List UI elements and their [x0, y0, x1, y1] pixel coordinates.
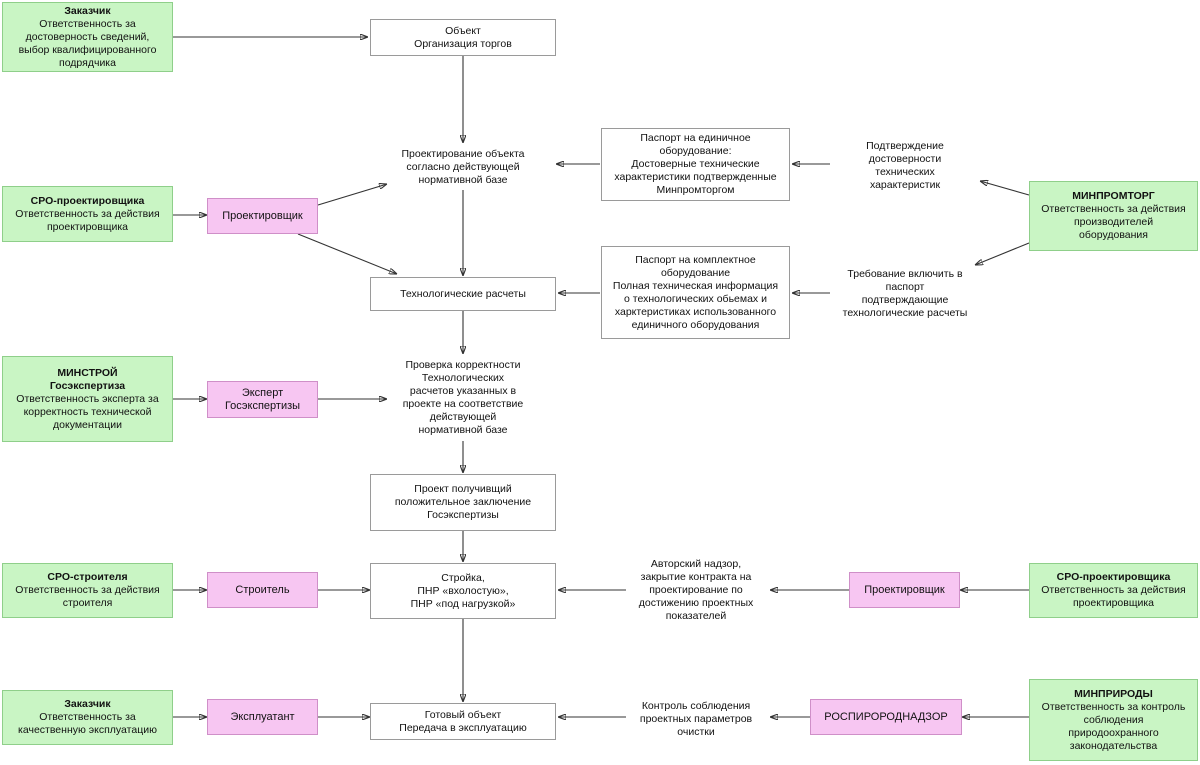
approved-box: Проект получивщий положительное заключен… [370, 474, 556, 531]
sro-builder-box: СРО-строителя Ответственность за действи… [2, 563, 173, 618]
ready-box: Готовый объект Передача в эксплуатацию [370, 703, 556, 740]
sro-design-right-box: СРО-проектировщика Ответственность за де… [1029, 563, 1198, 618]
minpromtorg-box: МИНПРОМТОРГ Ответственность за действия … [1029, 181, 1198, 251]
minprirody-box: МИНПРИРОДЫ Ответственность за контроль с… [1029, 679, 1198, 761]
design-text: Проектирование объекта согласно действую… [401, 147, 525, 186]
designer-left-box: Проектировщик [207, 198, 318, 234]
operator-box: Эксплуатант [207, 699, 318, 735]
sro-design-left-box: СРО-проектировщика Ответственность за де… [2, 186, 173, 242]
object-box: Объект Организация торгов [370, 19, 556, 56]
minstroy-box: МИНСТРОЙ Госэкспертиза Ответственность э… [2, 356, 173, 442]
check-text: Проверка корректности Технологических ра… [402, 359, 524, 436]
requirement-text: Требование включить в паспорт подтвержда… [842, 268, 968, 319]
supervision-text: Авторский надзор, закрытие контракта на … [638, 557, 754, 622]
control-text: Контроль соблюдения проектных параметров… [639, 699, 753, 738]
zakazchik-bottom-box: Заказчик Ответственность за качественную… [2, 690, 173, 745]
zakazchik-top-box: Заказчик Ответственность за достоверност… [2, 2, 173, 72]
designer-right-box: Проектировщик [849, 572, 960, 608]
construction-box: Стройка, ПНР «вхолостую», ПНР «под нагру… [370, 563, 556, 619]
rosprirod-box: РОСПИРОРОДНАДЗОР [810, 699, 962, 735]
tech-calc-box: Технологические расчеты [370, 277, 556, 311]
arrow-designer-to-techcalc [297, 233, 397, 274]
passport-complex-box: Паспорт на комплектное оборудование Полн… [601, 246, 790, 339]
arrow-minpromtorg-to-requirement [975, 242, 1030, 265]
passport-single-box: Паспорт на единичное оборудование: Досто… [601, 128, 790, 201]
confirm-text: Подтверждение достоверности технических … [866, 140, 944, 191]
expert-box: Эксперт Госэкспертизы [207, 381, 318, 418]
arrow-minpromtorg-to-confirm [980, 181, 1030, 196]
builder-box: Строитель [207, 572, 318, 608]
arrow-designer-to-design [317, 184, 387, 206]
